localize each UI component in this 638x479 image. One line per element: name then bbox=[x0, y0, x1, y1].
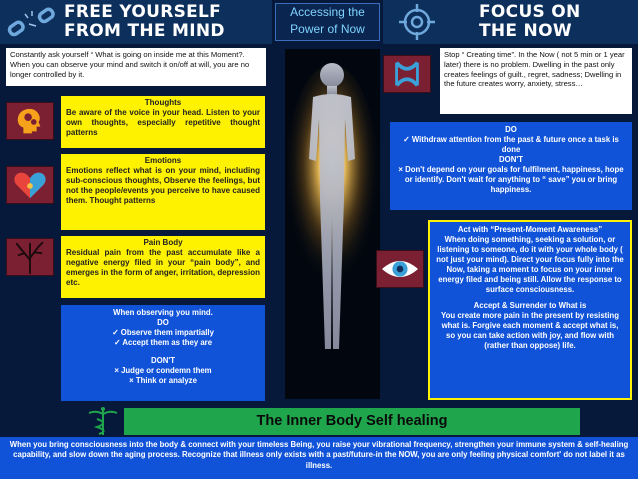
observe-intro: When observing you mind. bbox=[113, 308, 213, 317]
inner-body-banner: The Inner Body Self healing bbox=[124, 408, 580, 435]
target-icon bbox=[397, 2, 437, 42]
right-intro-text: Stop “ Creating time”. In the Now ( not … bbox=[444, 50, 625, 89]
header-left-title: FREE YOURSELF FROM THE MIND bbox=[64, 2, 225, 41]
act-title: Act with “Present-Moment Awareness” bbox=[457, 225, 603, 234]
left-intro-text: Constantly ask yourself “ What is going … bbox=[10, 50, 250, 79]
bottom-text-box: When you bring consciousness into the bo… bbox=[0, 437, 638, 479]
eye-icon bbox=[376, 250, 424, 288]
pain-body-box: Pain Body Residual pain from the past ac… bbox=[61, 236, 265, 298]
right-do-title: DO bbox=[505, 125, 517, 134]
hourglass-icon bbox=[383, 55, 431, 93]
act-body: When doing something, seeking a solution… bbox=[436, 235, 624, 294]
bottom-text: When you bring consciousness into the bo… bbox=[9, 440, 629, 470]
header-left: FREE YOURSELF FROM THE MIND bbox=[0, 0, 272, 44]
thoughts-title: Thoughts bbox=[144, 98, 182, 107]
header-center: Accessing the Power of Now bbox=[275, 3, 380, 41]
header-right-title: FOCUS ON THE NOW bbox=[479, 2, 581, 41]
head-gears-icon bbox=[6, 102, 54, 140]
left-intro-box: Constantly ask yourself “ What is going … bbox=[6, 48, 266, 86]
observe-dont-item: × Judge or condemn them bbox=[114, 366, 212, 375]
observe-do-item: ✓ Observe them impartially bbox=[112, 328, 214, 337]
inner-body-banner-text: The Inner Body Self healing bbox=[256, 413, 448, 429]
header-center-line2: Power of Now bbox=[290, 22, 365, 36]
broken-chain-icon bbox=[6, 4, 56, 40]
observe-dont-item: × Think or analyze bbox=[129, 376, 197, 385]
bare-tree-icon bbox=[6, 238, 54, 276]
heart-puzzle-icon bbox=[6, 166, 54, 204]
emotions-title: Emotions bbox=[144, 156, 182, 165]
act-box: Act with “Present-Moment Awareness” When… bbox=[428, 220, 632, 400]
glowing-body-figure bbox=[284, 49, 380, 399]
accept-title: Accept & Surrender to What is bbox=[473, 301, 587, 310]
caduceus-icon bbox=[83, 406, 123, 436]
observe-box: When observing you mind. DO ✓ Observe th… bbox=[61, 305, 265, 401]
emotions-box: Emotions Emotions reflect what is on you… bbox=[61, 154, 265, 230]
right-dont-title: DON'T bbox=[499, 155, 523, 164]
right-do-box: DO ✓ Withdraw attention from the past & … bbox=[390, 122, 632, 210]
observe-do-title: DO bbox=[157, 318, 169, 327]
observe-dont-title: DON'T bbox=[151, 356, 175, 365]
emotions-body: Emotions reflect what is on your mind, i… bbox=[66, 166, 260, 205]
header-right: FOCUS ON THE NOW bbox=[383, 0, 638, 44]
thoughts-box: Thoughts Be aware of the voice in your h… bbox=[61, 96, 265, 148]
right-intro-box: Stop “ Creating time”. In the Now ( not … bbox=[440, 48, 632, 114]
header-center-line1: Accessing the bbox=[290, 5, 365, 19]
right-dont-item: × Don't depend on your goals for fulfilm… bbox=[398, 165, 624, 194]
observe-do-item: ✓ Accept them as they are bbox=[113, 338, 213, 347]
right-do-item: ✓ Withdraw attention from the past & fut… bbox=[403, 135, 619, 154]
accept-body: You create more pain in the present by r… bbox=[441, 311, 619, 350]
pain-body-body: Residual pain from the past accumulate l… bbox=[66, 248, 260, 287]
pain-body-title: Pain Body bbox=[143, 238, 183, 247]
thoughts-body: Be aware of the voice in your head. List… bbox=[66, 108, 260, 137]
